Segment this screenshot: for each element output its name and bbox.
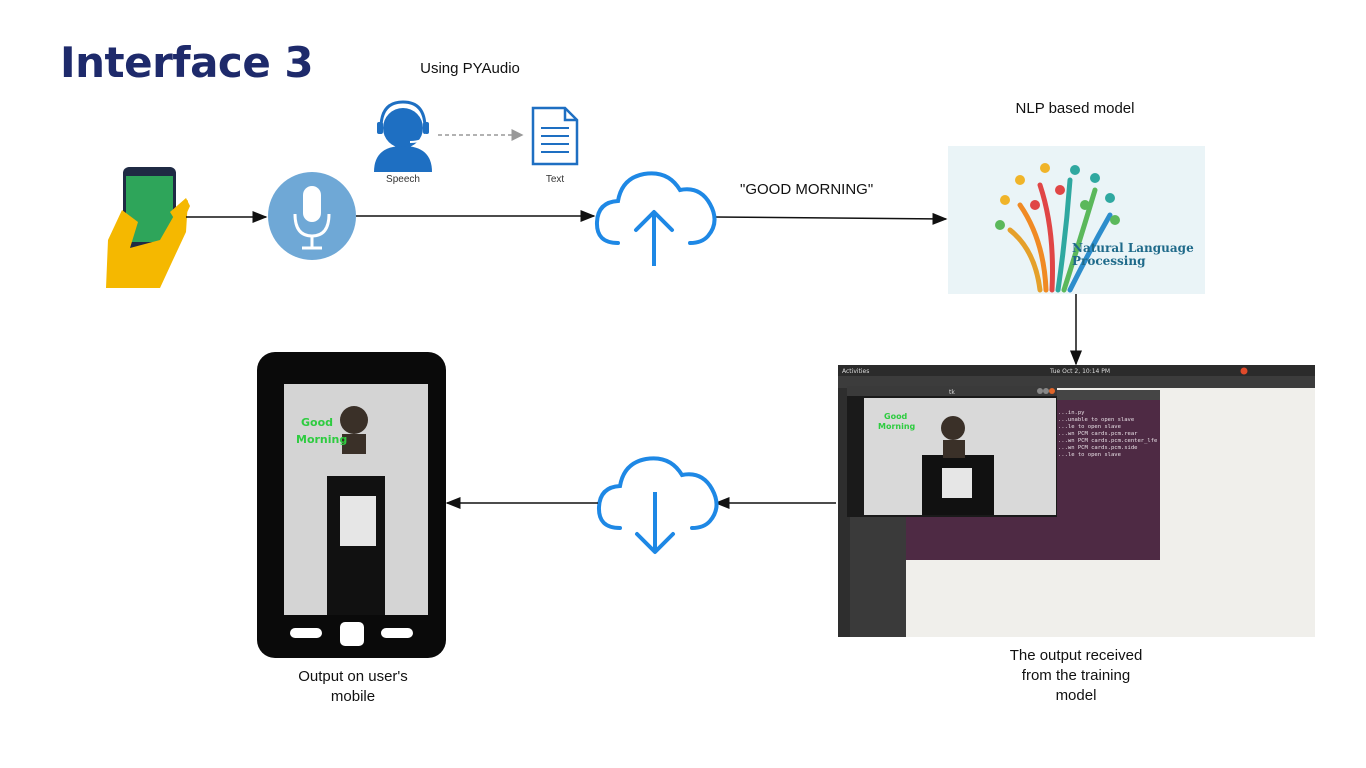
- training-caption-line-3: model: [1055, 687, 1097, 704]
- slide-title: Interface 3: [60, 38, 314, 87]
- mobile-phone-output: Good Morning: [257, 352, 446, 658]
- terminal-output: ...in.py ...unable to open slave ...le t…: [1058, 410, 1157, 458]
- tk-overlay-morning: Morning: [878, 422, 916, 431]
- terminal-line: ...unable to open slave: [1058, 417, 1134, 423]
- nlp-image-text-2: Processing: [1072, 254, 1146, 268]
- topbar-activities: Activities: [842, 368, 869, 375]
- training-output-caption: The output received from the training mo…: [976, 646, 1176, 706]
- cloud-download-icon: [596, 456, 719, 554]
- terminal-line: ...le to open slave: [1058, 424, 1121, 430]
- training-caption-line-1: The output received: [1009, 647, 1143, 664]
- speech-headset-icon: [374, 100, 432, 172]
- topbar-clock: Tue Oct 2, 10:14 PM: [1049, 368, 1110, 375]
- terminal-line: ...wn PCM cards.pcm.rear: [1058, 431, 1138, 437]
- mobile-overlay-morning: Morning: [296, 433, 347, 446]
- message-quote: "GOOD MORNING": [740, 181, 874, 198]
- terminal-line: ...wn PCM cards.pcm.side: [1058, 445, 1137, 451]
- terminal-line: ...wn PCM cards.pcm.center_lfe: [1058, 438, 1157, 444]
- tk-overlay-good: Good: [884, 412, 908, 421]
- terminal-line: ...in.py: [1058, 410, 1085, 416]
- mobile-home-key: [340, 622, 364, 646]
- tk-window-title: tk: [949, 389, 955, 396]
- mobile-left-key: [290, 628, 322, 638]
- mobile-overlay-good: Good: [301, 416, 333, 429]
- microphone-icon: [268, 172, 356, 260]
- terminal-line: ...le to open slave: [1058, 452, 1121, 458]
- nlp-image-text-1: Natural Language: [1072, 241, 1194, 255]
- hand-phone-icon: [106, 167, 190, 288]
- text-label: Text: [545, 174, 565, 185]
- cloud-to-nlp-arrow: [713, 212, 948, 225]
- mobile-caption-line-1: Output on user's: [298, 668, 408, 685]
- speech-label: Speech: [386, 174, 420, 185]
- document-icon: [531, 106, 579, 166]
- mobile-right-key: [381, 628, 413, 638]
- mobile-caption-line-2: mobile: [330, 688, 376, 705]
- nlp-brain-image: Natural Language Processing: [948, 146, 1205, 294]
- nlp-caption: NLP based model: [1015, 100, 1135, 117]
- mobile-output-caption: Output on user's mobile: [268, 667, 438, 707]
- training-output-screenshot: Activities Tue Oct 2, 10:14 PM ...in.py …: [838, 365, 1315, 637]
- cloud-upload-icon: [594, 171, 717, 266]
- training-caption-line-2: from the training: [1021, 667, 1131, 684]
- pyaudio-caption: Using PYAudio: [420, 60, 520, 77]
